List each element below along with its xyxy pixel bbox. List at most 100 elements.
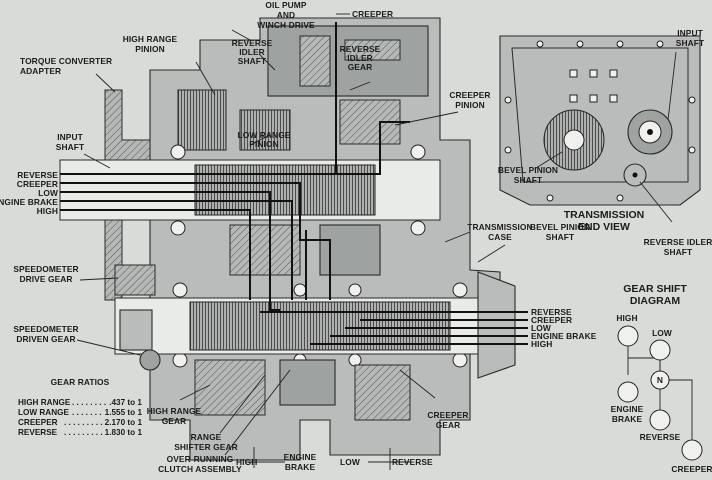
bearings xyxy=(170,144,468,368)
shift-reverse-circle xyxy=(649,409,671,431)
output-path-creeper: CREEPER xyxy=(531,315,572,325)
label-end-view-title-1: TRANSMISSION xyxy=(564,209,645,221)
ratio-dots-2: . . . . . . . . . xyxy=(64,418,103,427)
label-end-input-2: SHAFT xyxy=(676,38,705,48)
label-end-view-title-2: END VIEW xyxy=(578,221,630,233)
label-torque-converter-2: ADAPTER xyxy=(20,66,61,76)
input-path-labels: REVERSE CREEPER LOW ENGINE BRAKE HIGH xyxy=(0,170,58,216)
ratio-name-0: HIGH RANGE xyxy=(18,398,71,407)
input-shaft-splines xyxy=(194,164,376,216)
ratio-dots-1: . . . . . . . xyxy=(72,408,102,417)
shift-label-neutral: N xyxy=(657,375,663,385)
output-power-paths xyxy=(260,311,528,345)
shift-label-creeper: CREEPER xyxy=(671,464,712,474)
shift-label-low: LOW xyxy=(652,328,672,338)
shift-label-high: HIGH xyxy=(616,313,637,323)
label-reverse-idler-shaft-1: REVERSE xyxy=(232,38,273,48)
label-oil-pump: OIL PUMP xyxy=(265,0,306,10)
end-view xyxy=(499,35,701,223)
ratio-value-0: .437 to 1 xyxy=(109,398,142,407)
leader-lines xyxy=(76,13,506,470)
label-and: AND xyxy=(277,10,295,20)
label-high-range-gear-1: HIGH RANGE xyxy=(147,406,202,416)
upper-housing xyxy=(267,25,429,97)
label-creeper-pinion-2: PINION xyxy=(455,100,484,110)
input-path-high: HIGH xyxy=(37,206,58,216)
input-path-creeper: CREEPER xyxy=(17,179,58,189)
label-creeper-gear-2: GEAR xyxy=(436,420,461,430)
shift-neutral-circle xyxy=(650,370,670,390)
label-high-range-gear-2: GEAR xyxy=(162,416,187,426)
label-speedometer-drive-2: DRIVE GEAR xyxy=(19,274,72,284)
speedometer-housing xyxy=(119,309,153,351)
creeper-gear-body xyxy=(354,364,411,421)
label-low-range-pinion-2: PINION xyxy=(249,139,278,149)
label-high-range-pinion-1: HIGH RANGE xyxy=(123,34,178,44)
gear-shift-labels: GEAR SHIFT DIAGRAM HIGH LOW N ENGINE BRA… xyxy=(611,283,712,474)
label-range-shifter-2: SHIFTER GEAR xyxy=(174,442,238,452)
label-creeper-top: CREEPER xyxy=(352,9,393,19)
output-path-low: LOW xyxy=(531,323,551,333)
bevel-pinion xyxy=(477,271,516,379)
ratio-value-1: 1.555 to 1 xyxy=(105,408,143,417)
output-shaft-splines xyxy=(189,301,451,351)
gear-ratios-title: GEAR RATIOS xyxy=(51,377,110,387)
label-reverse-idler-gear-3: GEAR xyxy=(348,62,373,72)
label-high-bottom: HIGH xyxy=(236,457,257,467)
output-path-reverse: REVERSE xyxy=(531,307,572,317)
ratio-name-2: CREEPER xyxy=(18,418,58,427)
shift-high-circle xyxy=(617,325,639,347)
speedometer-drive-gear xyxy=(114,264,156,296)
main-section xyxy=(59,17,528,461)
label-overrunning-2: CLUTCH ASSEMBLY xyxy=(158,464,242,474)
label-reverse-idler-gear-2: IDLER xyxy=(347,53,373,63)
label-speedometer-driven-1: SPEEDOMETER xyxy=(13,324,78,334)
reverse-idler-gear-body xyxy=(299,35,331,87)
label-end-input-1: INPUT xyxy=(677,28,703,38)
label-reverse-bottom: REVERSE xyxy=(392,457,433,467)
gear-shift-title-2: DIAGRAM xyxy=(630,295,680,307)
label-high-range-pinion-2: PINION xyxy=(135,44,164,54)
overrunning-clutch-body xyxy=(279,359,336,406)
label-input-shaft-1: INPUT xyxy=(57,132,83,142)
shift-engine-brake-circle xyxy=(617,381,639,403)
label-input-shaft-2: SHAFT xyxy=(56,142,85,152)
input-path-low: LOW xyxy=(38,188,58,198)
ratio-value-2: 2.170 to 1 xyxy=(105,418,143,427)
label-speedometer-driven-2: DRIVEN GEAR xyxy=(16,334,75,344)
ratio-dots-0: . . . . . . . . xyxy=(72,398,106,407)
label-creeper-pinion-1: CREEPER xyxy=(449,90,490,100)
label-transmission-case-1: TRANSMISSION xyxy=(467,222,532,232)
label-end-reverse-idler-1: REVERSE IDLER xyxy=(644,237,712,247)
output-path-labels: REVERSE CREEPER LOW ENGINE BRAKE HIGH xyxy=(531,307,597,349)
label-end-reverse-idler-2: SHAFT xyxy=(664,247,693,257)
gear-shift-diagram xyxy=(617,325,703,461)
label-overrunning-1: OVER-RUNNING xyxy=(167,454,234,464)
output-path-high: HIGH xyxy=(531,339,552,349)
label-reverse-idler-gear-1: REVERSE xyxy=(340,44,381,54)
gear-shift-title-1: GEAR SHIFT xyxy=(623,283,687,295)
speedometer-driven-gear xyxy=(139,349,161,371)
shift-creeper-circle xyxy=(681,439,703,461)
label-range-shifter-1: RANGE xyxy=(191,432,222,442)
shift-low-circle xyxy=(649,339,671,361)
input-power-paths xyxy=(60,22,410,311)
ratio-value-3: 1.830 to 1 xyxy=(105,428,143,437)
end-view-bolts xyxy=(504,40,696,202)
end-view-ports xyxy=(569,69,618,103)
end-view-housing xyxy=(499,35,701,206)
shift-label-engine-1: ENGINE xyxy=(611,404,644,414)
output-path-engine-brake: ENGINE BRAKE xyxy=(531,331,597,341)
input-path-reverse: REVERSE xyxy=(17,170,58,180)
label-bevel-pinion-shaft-2: SHAFT xyxy=(546,232,575,242)
ratio-name-3: REVERSE xyxy=(18,428,58,437)
reverse-idler-shaft-body xyxy=(344,39,401,61)
input-path-engine-brake: ENGINE BRAKE xyxy=(0,197,58,207)
label-reverse-idler-shaft-3: SHAFT xyxy=(238,56,267,66)
label-low-range-pinion-1: LOW RANGE xyxy=(237,130,290,140)
shift-label-reverse: REVERSE xyxy=(640,432,681,442)
label-reverse-idler-shaft-2: IDLER xyxy=(239,47,265,57)
label-end-bevel-1: BEVEL PINION xyxy=(498,165,558,175)
